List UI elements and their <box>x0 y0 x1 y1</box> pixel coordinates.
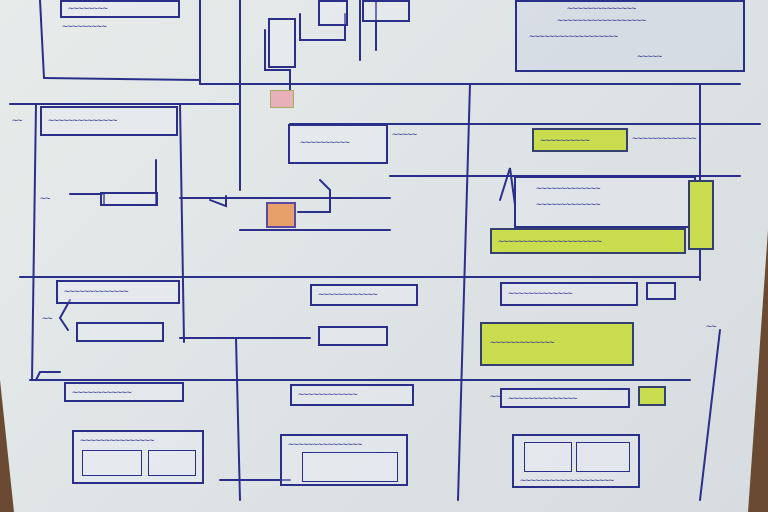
label-row2-right: ~~~~~~~~~~ <box>539 136 590 146</box>
box-row3-left <box>100 192 158 206</box>
label-row2-left: ~~~~~~~~~~~~~~ <box>47 116 118 126</box>
sticky-note-orange <box>266 202 296 228</box>
label-side-2: ~~ <box>39 194 51 204</box>
label-top-right-b: ~~~~~~~~~~~~~~~~~~ <box>556 16 647 26</box>
rail-top-left <box>43 77 201 81</box>
label-row5-highlight: ~~~~~~~~~~~~~ <box>489 338 555 348</box>
label-row3-right-a: ~~~~~~~~~~~~~ <box>535 184 601 194</box>
box-top-left: ~~~~~~~~ <box>60 0 180 18</box>
label-side-1: ~~ <box>11 116 23 126</box>
mockup-a-panel-2 <box>148 450 196 476</box>
box-row5-a <box>76 322 164 342</box>
mockup-screen-b: ~~~~~~~~~~~~~~~ <box>280 434 408 486</box>
box-row4-c: ~~~~~~~~~~~~~ <box>500 282 638 306</box>
box-row2-left: ~~~~~~~~~~~~~~ <box>40 106 178 136</box>
label-top-left: ~~~~~~~~ <box>67 4 109 14</box>
stepper-f <box>499 167 516 206</box>
stepper-e <box>297 179 331 213</box>
label-row6-a: ~~~~~~~~~~~~ <box>71 388 132 398</box>
label-side-5: ~~ <box>489 392 501 402</box>
mockup-a-panel <box>82 450 142 476</box>
box-row2-center: ~~~~~~~~~~ <box>288 124 388 164</box>
box-row3-right: ~~~~~~~~~~~~~ ~~~~~~~~~~~~~ <box>514 176 696 228</box>
box-row6-highlight <box>638 386 666 406</box>
box-top-center-c <box>362 0 410 22</box>
stepper-g <box>35 371 61 381</box>
label-top-right-a: ~~~~~~~~~~~~~~ <box>566 4 637 14</box>
label-row2-center: ~~~~~~~~~~ <box>299 138 350 148</box>
label-top-right-c: ~~~~~~~~~~~~~~~~~~ <box>528 32 619 42</box>
box-row5-highlight: ~~~~~~~~~~~~~ <box>480 322 634 366</box>
vert-c <box>179 103 185 343</box>
label-row6-c: ~~~~~~~~~~~~~~ <box>507 394 578 404</box>
label-row3-right-b: ~~~~~~~~~~~~~ <box>535 200 601 210</box>
box-top-center-a <box>268 18 296 68</box>
label-top-left-sub: ~~~~~~~~~ <box>61 22 107 32</box>
box-row5-b <box>318 326 388 346</box>
box-row6-c: ~~~~~~~~~~~~~~ <box>500 388 630 408</box>
label-row4-c: ~~~~~~~~~~~~~ <box>507 289 573 299</box>
box-row2-right-highlight: ~~~~~~~~~~ <box>532 128 628 152</box>
mockup-screen-a: ~~~~~~~~~~~~~~~ <box>72 430 204 484</box>
vert-k <box>39 0 45 79</box>
label-row6-b: ~~~~~~~~~~~~ <box>297 390 358 400</box>
label-mockup-b: ~~~~~~~~~~~~~~~ <box>287 440 363 450</box>
vert-d <box>457 83 471 501</box>
label-row3-right-c: ~~~~~~~~~~~~~~~~~~~~~ <box>497 237 602 247</box>
box-top-right: ~~~~~~~~~~~~~~ ~~~~~~~~~~~~~~~~~~ ~~~~~~… <box>515 0 745 72</box>
label-side-3: ~~ <box>41 314 53 324</box>
label-row2-right-b: ~~~~~~~~~~~~~ <box>631 134 697 144</box>
stepper-b <box>299 13 346 41</box>
box-row6-a: ~~~~~~~~~~~~ <box>64 382 184 402</box>
mockup-screen-c: ~~~~~~~~~~~~~~~~~~~ <box>512 434 640 488</box>
label-mockup-c: ~~~~~~~~~~~~~~~~~~~ <box>519 476 615 486</box>
box-row6-b: ~~~~~~~~~~~~ <box>290 384 414 406</box>
label-mockup-a: ~~~~~~~~~~~~~~~ <box>79 436 155 446</box>
vert-h <box>699 329 721 501</box>
sticky-note-small <box>270 90 294 108</box>
box-row4-d <box>646 282 676 300</box>
label-row4-a: ~~~~~~~~~~~~~ <box>63 287 129 297</box>
box-row4-a: ~~~~~~~~~~~~~ <box>56 280 180 304</box>
label-row2-center-b: ~~~~~ <box>391 130 418 140</box>
mockup-c-panel-2 <box>576 442 630 472</box>
box-row3-right-side-highlight <box>688 180 714 250</box>
stepper-h <box>58 299 71 331</box>
label-row4-b: ~~~~~~~~~~~~ <box>317 290 378 300</box>
label-side-4: ~~ <box>705 322 717 332</box>
stepper-a <box>264 29 291 91</box>
stepper-d <box>209 195 227 208</box>
label-top-right-d: ~~~~~ <box>636 52 663 62</box>
mockup-c-panel <box>524 442 572 472</box>
box-row4-b: ~~~~~~~~~~~~ <box>310 284 418 306</box>
vert-e <box>31 103 37 381</box>
box-top-center-b <box>318 0 348 26</box>
vert-b <box>235 337 241 501</box>
mockup-b-panel <box>302 452 398 482</box>
box-row3-right-highlight: ~~~~~~~~~~~~~~~~~~~~~ <box>490 228 686 254</box>
